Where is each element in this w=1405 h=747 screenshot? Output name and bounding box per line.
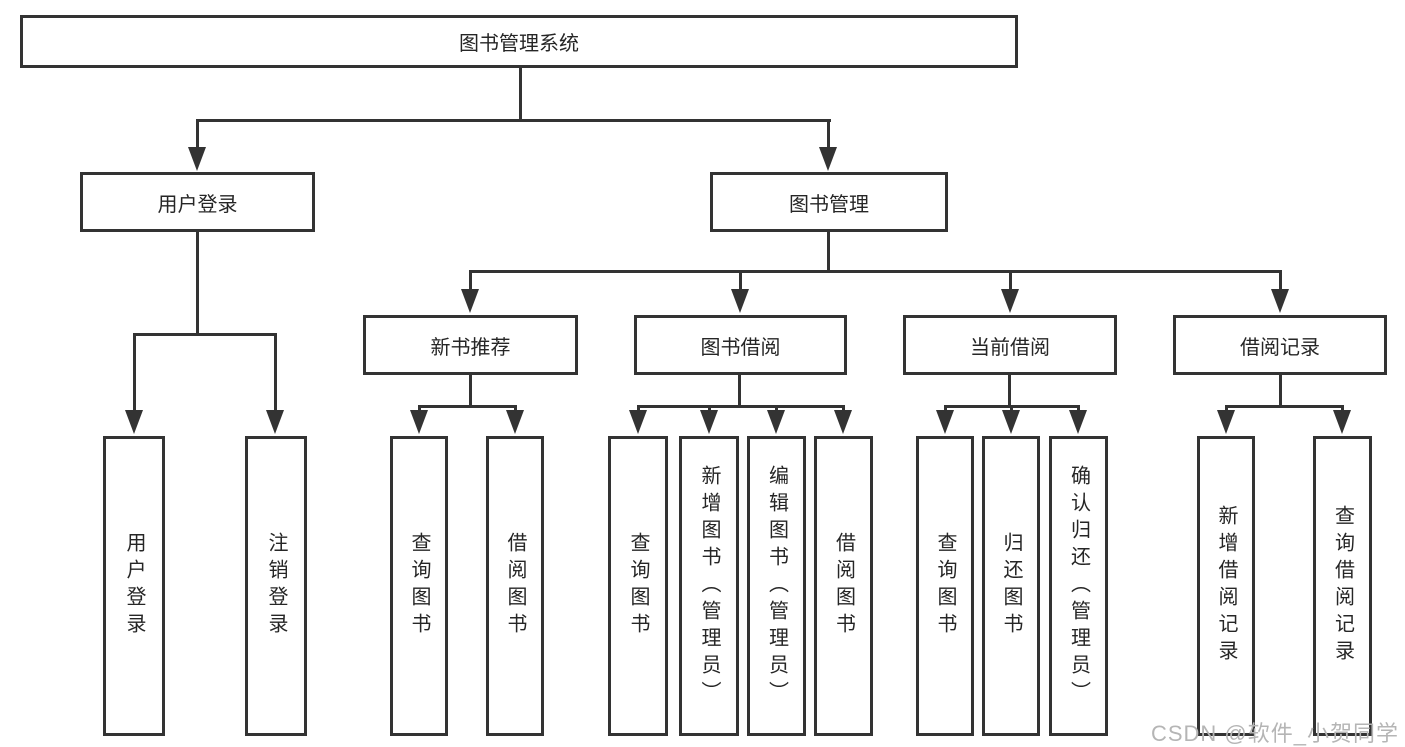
node-borrow-records-label: 借阅记录 <box>1240 336 1320 359</box>
arrowhead-down-icon <box>819 147 837 171</box>
node-current-borrowing-label: 当前借阅 <box>970 336 1050 359</box>
connector-bookmgmt-drop <box>827 232 830 273</box>
node-borrow-records: 借阅记录 <box>1173 315 1387 375</box>
leaf-return-book: 归还图书 <box>982 436 1040 736</box>
arrowhead-down-icon <box>629 410 647 434</box>
connector-current-d1 <box>944 405 947 414</box>
connector-l1-right-drop <box>827 119 830 149</box>
arrowhead-down-icon <box>125 410 143 434</box>
leaf-label: 查询图书 <box>627 532 649 640</box>
arrowhead-down-icon <box>461 289 479 313</box>
connector-l3-horizontal <box>469 270 1282 273</box>
leaf-logout-label: 注销登录 <box>265 532 287 640</box>
leaf-borrow-books-borrowing: 借阅图书 <box>814 436 873 736</box>
leaf-confirm-return-admin: 确认归还（管理员） <box>1049 436 1108 736</box>
leaf-add-borrow-record: 新增借阅记录 <box>1197 436 1255 736</box>
leaf-label: 查询借阅记录 <box>1331 505 1354 667</box>
arrowhead-down-icon <box>731 289 749 313</box>
connector-borrowing-drop <box>738 375 741 407</box>
leaf-add-book-admin: 新增图书（管理员） <box>679 436 739 736</box>
leaf-label: 归还图书 <box>1000 532 1022 640</box>
leaf-user-login-label: 用户登录 <box>123 532 145 640</box>
leaf-label: 新增借阅记录 <box>1215 505 1237 667</box>
connector-l3-drop-2 <box>739 270 742 292</box>
leaf-query-borrow-record: 查询借阅记录 <box>1313 436 1372 736</box>
node-new-book-recommend: 新书推荐 <box>363 315 578 375</box>
node-book-borrowing: 图书借阅 <box>634 315 847 375</box>
connector-l3-drop-3 <box>1009 270 1012 292</box>
arrowhead-down-icon <box>1271 289 1289 313</box>
arrowhead-down-icon <box>1217 410 1235 434</box>
connector-records-horizontal <box>1225 405 1344 408</box>
node-user-login-label: 用户登录 <box>157 193 238 216</box>
arrowhead-down-icon <box>1002 410 1020 434</box>
connector-root-drop <box>519 68 522 121</box>
leaf-query-books-borrowing: 查询图书 <box>608 436 668 736</box>
connector-userlogin-rightdrop <box>274 333 277 413</box>
node-book-borrowing-label: 图书借阅 <box>700 336 781 359</box>
connector-records-drop <box>1279 375 1282 407</box>
connector-borrowing-d3 <box>775 405 778 414</box>
arrowhead-down-icon <box>188 147 206 171</box>
leaf-edit-book-admin: 编辑图书（管理员） <box>747 436 806 736</box>
arrowhead-down-icon <box>410 410 428 434</box>
node-current-borrowing: 当前借阅 <box>903 315 1117 375</box>
csdn-watermark: CSDN @软件_小贺同学 <box>1150 721 1399 746</box>
connector-borrowing-d4 <box>842 405 845 414</box>
node-new-book-recommend-label: 新书推荐 <box>430 336 511 359</box>
connector-borrowing-d1 <box>637 405 640 414</box>
connector-l3-drop-4 <box>1279 270 1282 292</box>
arrowhead-down-icon <box>1069 410 1087 434</box>
leaf-label: 借阅图书 <box>832 532 855 640</box>
arrowhead-down-icon <box>936 410 954 434</box>
arrowhead-down-icon <box>506 410 524 434</box>
connector-records-d2 <box>1341 405 1344 414</box>
leaf-label: 借阅图书 <box>504 532 526 640</box>
connector-userlogin-horizontal <box>133 333 277 336</box>
connector-current-drop <box>1008 375 1011 407</box>
leaf-label: 查询图书 <box>408 532 430 640</box>
connector-current-d2 <box>1010 405 1013 414</box>
connector-newbook-d2 <box>514 405 517 414</box>
leaf-label: 新增图书（管理员） <box>698 464 720 708</box>
connector-l1-horizontal <box>196 119 831 122</box>
connector-l3-drop-1 <box>469 270 472 292</box>
leaf-label: 确认归还（管理员） <box>1067 464 1090 708</box>
arrowhead-down-icon <box>700 410 718 434</box>
leaf-borrow-books-recommend: 借阅图书 <box>486 436 544 736</box>
connector-newbook-horizontal <box>418 405 517 408</box>
leaf-user-login: 用户登录 <box>103 436 165 736</box>
leaf-label: 编辑图书（管理员） <box>765 464 788 708</box>
connector-l1-left-drop <box>196 119 199 149</box>
connector-borrowing-d2 <box>708 405 711 414</box>
arrowhead-down-icon <box>834 410 852 434</box>
connector-newbook-d1 <box>418 405 421 414</box>
leaf-query-books-current: 查询图书 <box>916 436 974 736</box>
arrowhead-down-icon <box>1333 410 1351 434</box>
connector-userlogin-drop <box>196 232 199 336</box>
leaf-label: 查询图书 <box>934 532 956 640</box>
connector-current-d3 <box>1077 405 1080 414</box>
connector-borrowing-horizontal <box>637 405 845 408</box>
node-book-management-label: 图书管理 <box>789 193 869 216</box>
arrowhead-down-icon <box>767 410 785 434</box>
leaf-query-books-recommend: 查询图书 <box>390 436 448 736</box>
connector-userlogin-leftdrop <box>133 333 136 413</box>
arrowhead-down-icon <box>266 410 284 434</box>
node-root: 图书管理系统 <box>20 15 1018 68</box>
leaf-logout: 注销登录 <box>245 436 307 736</box>
node-book-management: 图书管理 <box>710 172 948 232</box>
node-user-login: 用户登录 <box>80 172 315 232</box>
connector-newbook-drop <box>469 375 472 407</box>
arrowhead-down-icon <box>1001 289 1019 313</box>
node-root-label: 图书管理系统 <box>459 33 579 55</box>
connector-records-d1 <box>1225 405 1228 414</box>
